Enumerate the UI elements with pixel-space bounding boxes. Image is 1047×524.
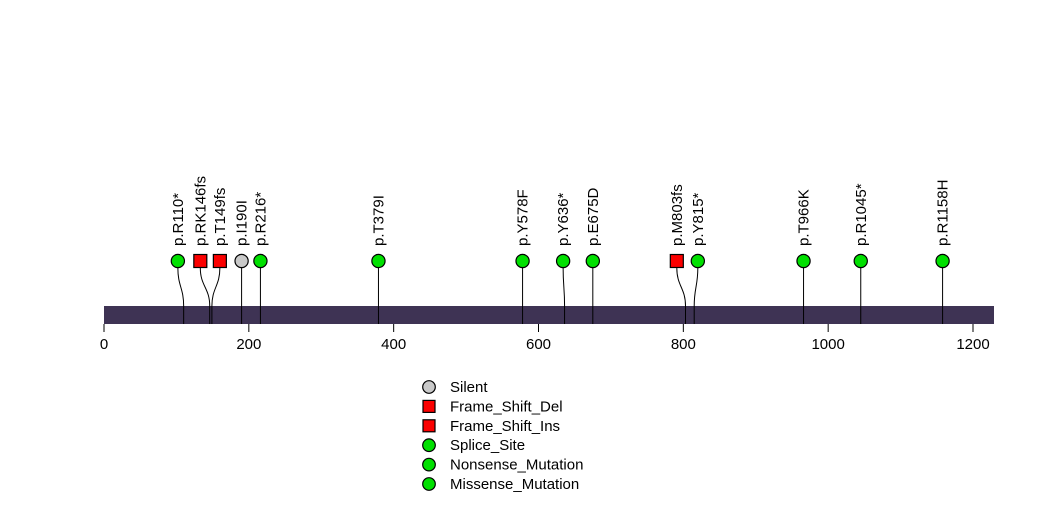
mutation-label: p.M803fs <box>669 184 686 246</box>
mutation-marker <box>193 253 208 269</box>
legend-marker-missense_mutation <box>422 477 436 491</box>
mutation-marker <box>555 253 571 269</box>
axis-tick-label: 200 <box>236 336 261 353</box>
mutation-marker <box>935 253 950 269</box>
axis-tick-label: 400 <box>381 336 406 353</box>
legend-label: Splice_Site <box>450 437 525 454</box>
legend-marker-frame_shift_ins <box>422 419 436 433</box>
lollipop-stick <box>211 267 221 324</box>
axis-tick-label: 800 <box>671 336 696 353</box>
mutation-label: p.Y636* <box>555 192 572 246</box>
mutation-marker <box>371 253 386 269</box>
mutation-label: p.R1045* <box>853 183 870 246</box>
mutation-marker <box>515 253 530 269</box>
mutation-label: p.T379I <box>370 195 387 246</box>
mutation-marker <box>853 253 868 269</box>
mutation-label: p.E675D <box>585 187 602 246</box>
mutation-label: p.RK146fs <box>192 176 209 246</box>
x-axis: 0 200 400 600 800 1000 1200 <box>100 324 990 353</box>
legend-label: Silent <box>450 379 488 396</box>
mutation-marker <box>253 253 268 269</box>
mutation-marker <box>212 253 227 269</box>
mutation-marker <box>690 253 706 269</box>
axis-tick-label: 1000 <box>811 336 844 353</box>
mutation-marker <box>669 253 684 269</box>
legend-label: Nonsense_Mutation <box>450 457 583 474</box>
axis-tick-label: 0 <box>100 336 108 353</box>
axis-tick-label: 600 <box>526 336 551 353</box>
mutation-marker <box>234 253 249 269</box>
gene-body-group <box>104 306 995 324</box>
mutation-marker <box>585 253 601 269</box>
lollipop-stick <box>562 267 566 324</box>
axis-tick-label: 1200 <box>956 336 989 353</box>
legend-label: Frame_Shift_Ins <box>450 418 560 435</box>
legend-label: Frame_Shift_Del <box>450 398 563 415</box>
legend-marker-splice_site <box>422 438 436 453</box>
legend: SilentFrame_Shift_DelFrame_Shift_InsSpli… <box>422 379 583 493</box>
lollipop-stick <box>693 267 699 324</box>
mutation-label: p.R216* <box>252 192 269 246</box>
legend-label: Missense_Mutation <box>450 476 579 493</box>
mutation-marker <box>796 253 811 269</box>
lollipop-stick <box>676 267 687 324</box>
mutation-label: p.T149fs <box>212 188 229 246</box>
mutation-label: p.Y815* <box>690 192 707 246</box>
gene-body-bar <box>104 306 995 324</box>
mutation-label: p.I190I <box>234 200 251 246</box>
mutation-label: p.Y578F <box>515 189 532 246</box>
mutation-label: p.R1158H <box>935 180 952 246</box>
mutation-label: p.R110* <box>170 193 187 246</box>
lollipop-sticks <box>177 267 944 324</box>
legend-marker-nonsense_mutation <box>422 457 436 472</box>
mutation-marker <box>170 253 186 269</box>
mutation-label: p.T966K <box>796 189 813 246</box>
lollipop-stick <box>199 267 211 324</box>
mutation-markers <box>170 253 950 269</box>
legend-marker-silent <box>422 380 436 394</box>
legend-marker-frame_shift_del <box>422 399 436 413</box>
lollipop-stick <box>177 267 185 324</box>
